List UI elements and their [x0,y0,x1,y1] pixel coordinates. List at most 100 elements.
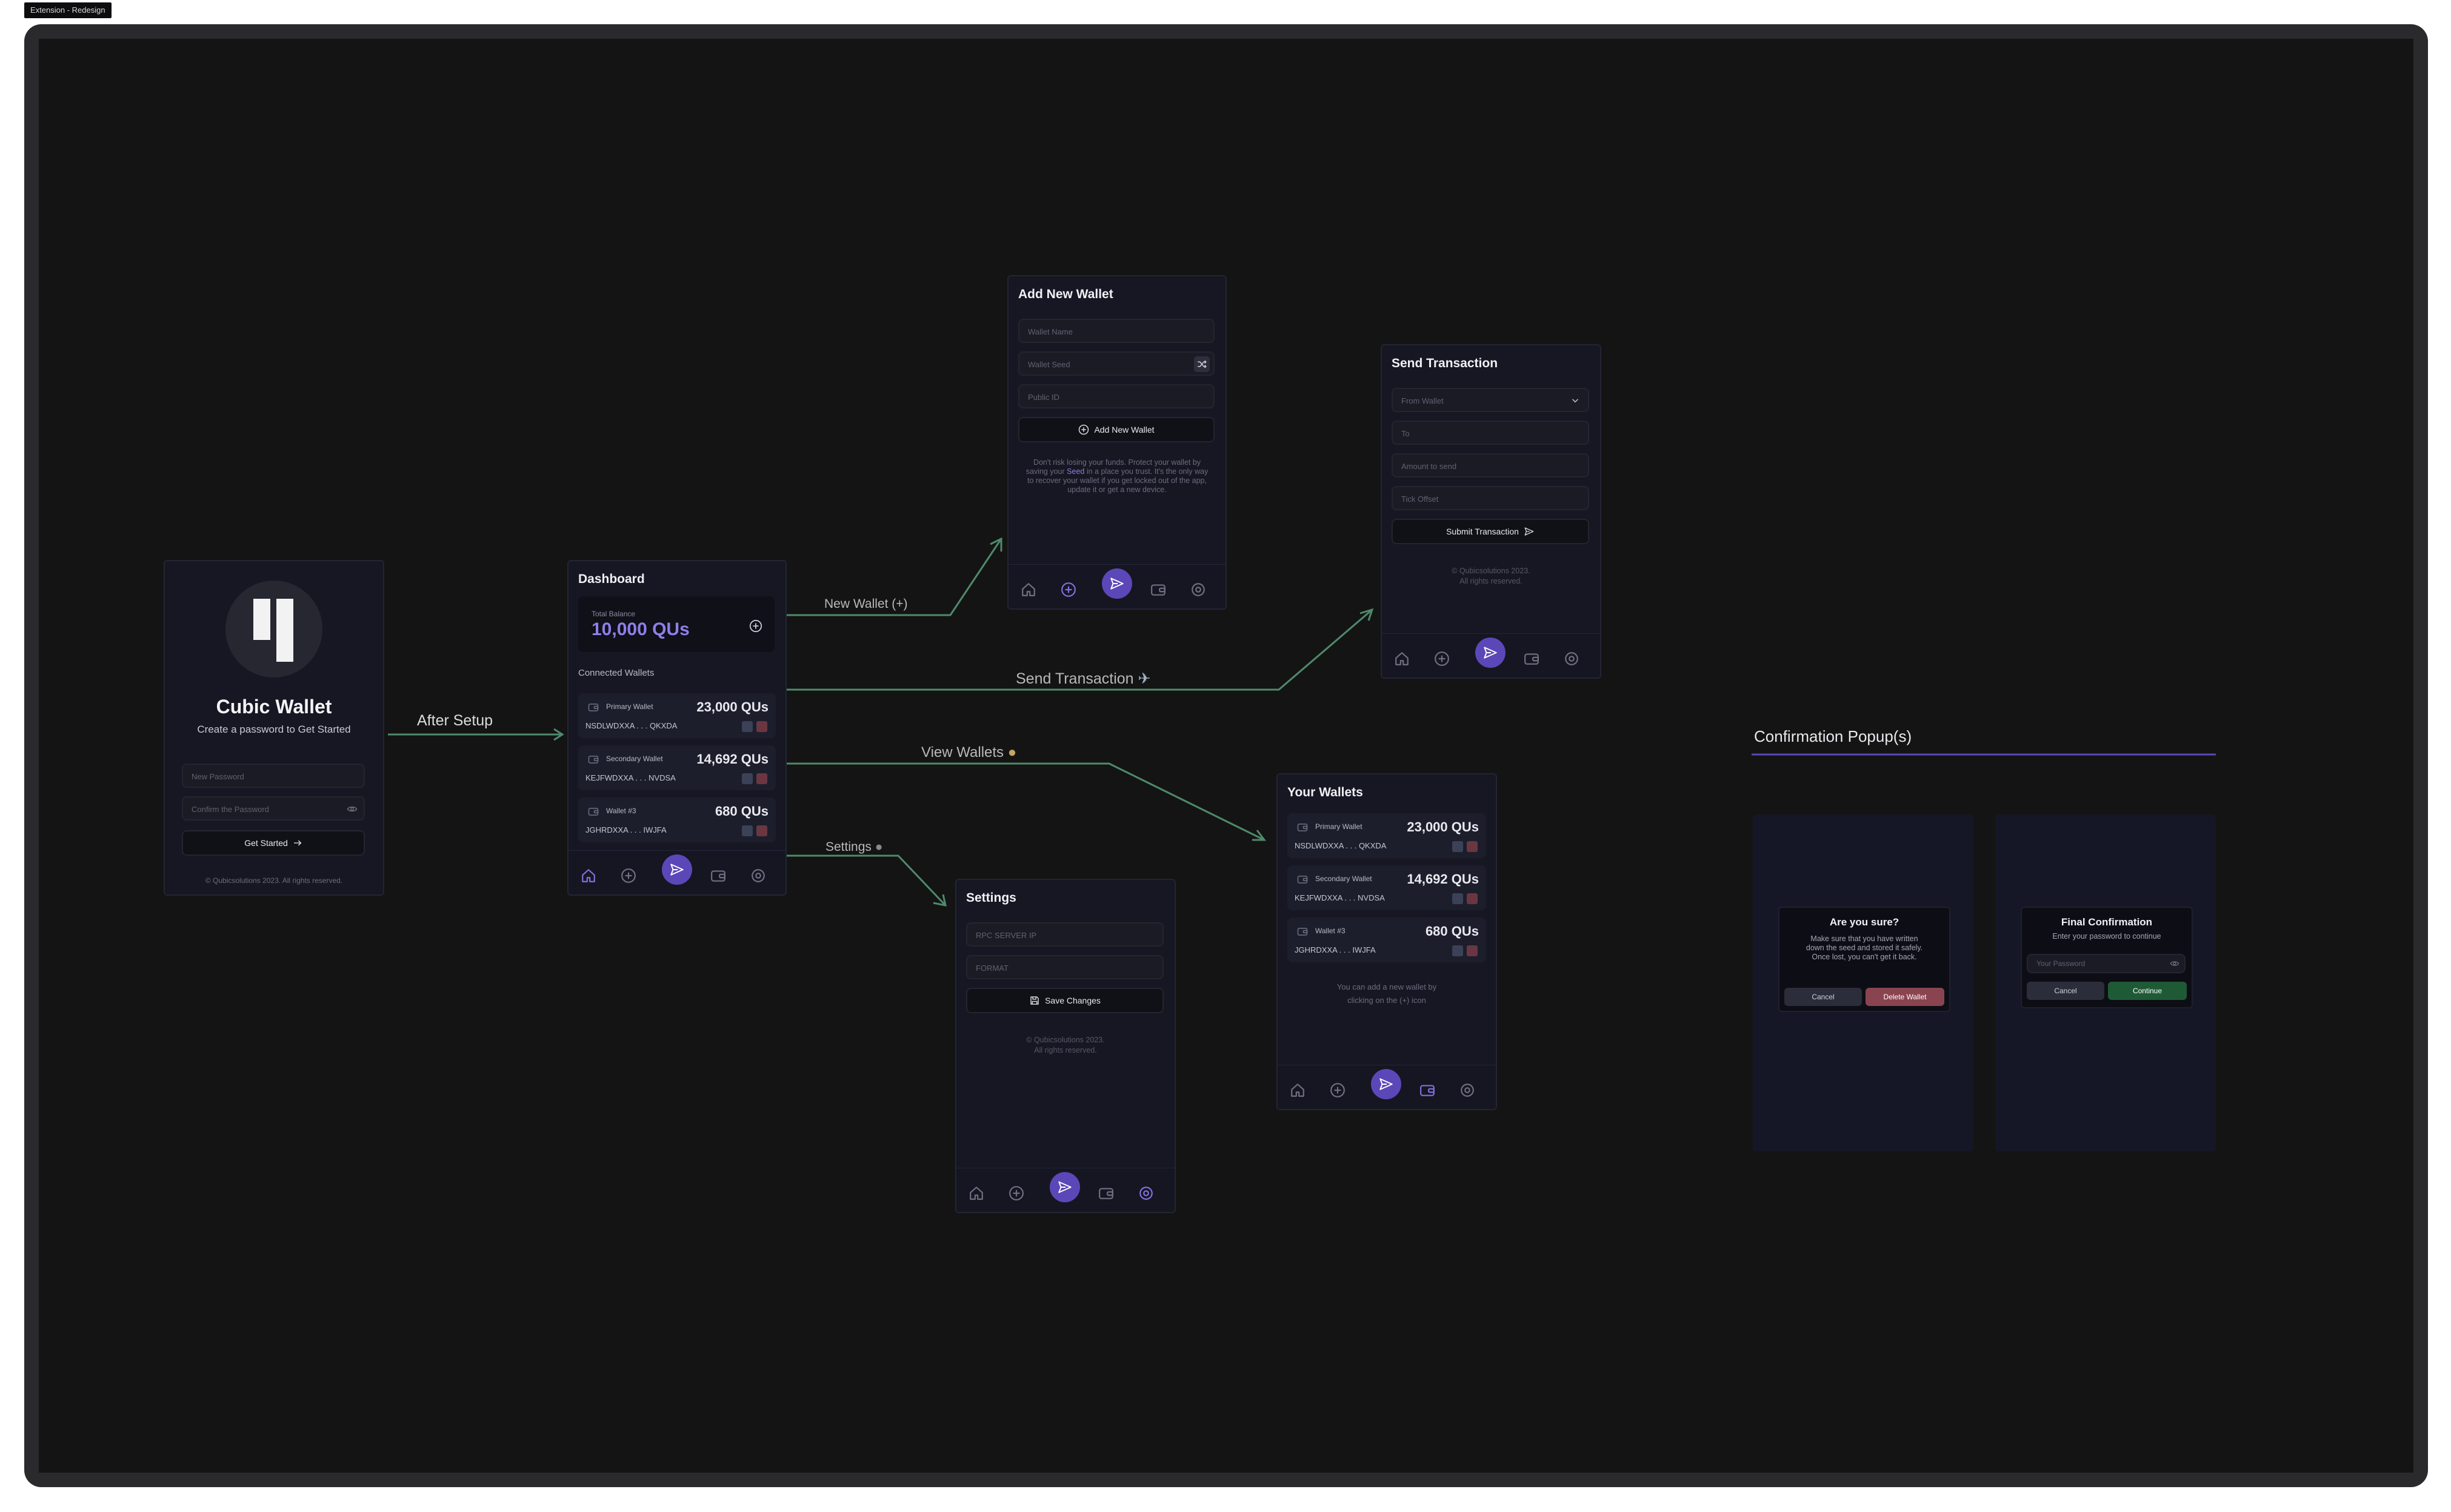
delete-wallet-button[interactable]: Delete Wallet [1866,988,1944,1006]
delete-icon[interactable] [1467,893,1478,904]
send-button[interactable] [1050,1172,1080,1202]
delete-icon[interactable] [756,721,767,732]
seed-link[interactable]: Seed [1067,467,1085,476]
send-transaction-screen: Send Transaction From Wallet To Amount t… [1381,344,1601,679]
delete-icon[interactable] [756,773,767,784]
send-title: Send Transaction [1392,356,1498,370]
add-wallet-screen: Add New Wallet Wallet Name Wallet Seed P… [1007,275,1227,610]
wallets-icon[interactable] [1150,582,1166,598]
home-icon[interactable] [1290,1082,1306,1098]
save-changes-button[interactable]: Save Changes [966,988,1164,1013]
rpc-server-field[interactable]: RPC SERVER IP [966,922,1164,947]
home-icon[interactable] [969,1185,984,1201]
wallets-icon[interactable] [1524,651,1539,667]
public-id-field[interactable]: Public ID [1018,384,1215,408]
wallet-card[interactable]: Primary Wallet 23,000 QUs NSDLWDXXA . . … [1287,813,1486,858]
get-started-label: Get Started [244,838,288,848]
add-wallet-icon[interactable] [1434,651,1450,667]
add-wallet-icon[interactable] [621,868,636,884]
format-field[interactable]: FORMAT [966,955,1164,979]
eye-icon[interactable] [347,804,358,814]
wallet-card[interactable]: Primary Wallet 23,000 QUs NSDLWDXXA . . … [578,693,776,738]
save-icon [1029,995,1040,1006]
settings-footer-line1: © Qubicsolutions 2023. [1026,1036,1105,1044]
delete-icon[interactable] [1467,945,1478,956]
edit-icon[interactable] [1452,945,1463,956]
wallet-icon [585,702,601,713]
file-label: Extension - Redesign [24,2,112,18]
get-started-button[interactable]: Get Started [182,830,365,856]
add-balance-icon[interactable] [749,619,762,633]
cancel-button[interactable]: Cancel [2027,982,2104,1000]
cancel-button[interactable]: Cancel [1784,988,1862,1006]
wallets-icon[interactable] [1098,1185,1114,1201]
final-popup-panel: Final Confirmation Enter your password t… [1995,814,2216,1151]
add-new-wallet-label: Add New Wallet [1094,425,1155,435]
your-password-field[interactable]: Your Password [2027,954,2186,973]
wallet-card[interactable]: Secondary Wallet 14,692 QUs KEJFWDXXA . … [578,745,776,790]
settings-icon[interactable] [1459,1082,1475,1098]
add-new-wallet-button[interactable]: Add New Wallet [1018,417,1215,442]
confirm-title: Are you sure? [1829,916,1899,928]
wallet-address: KEJFWDXXA . . . NVDSA [1295,893,1385,902]
home-icon[interactable] [1394,651,1410,667]
wallets-icon[interactable] [710,868,726,884]
delete-icon[interactable] [1467,841,1478,852]
edit-icon[interactable] [742,721,753,732]
send-icon [1524,526,1535,537]
eye-icon[interactable] [2170,959,2179,968]
add-wallet-hint: You can add a new wallet by clicking on … [1278,981,1496,1007]
shuffle-icon[interactable] [1194,356,1210,372]
settings-icon[interactable] [1564,651,1579,667]
settings-icon[interactable] [750,868,766,884]
plus-icon [1078,424,1089,435]
send-button[interactable] [662,854,692,885]
send-icon [1057,1179,1073,1195]
send-footer-line1: © Qubicsolutions 2023. [1452,567,1530,575]
flow-label-settings-text: Settings [825,840,872,854]
add-wallet-icon[interactable] [1061,582,1076,598]
flow-label-view-wallets: View Wallets ● [921,744,1016,761]
add-wallet-icon[interactable] [1009,1185,1024,1201]
wallet-seed-field[interactable]: Wallet Seed [1018,351,1215,376]
continue-button[interactable]: Continue [2108,982,2187,1000]
edit-icon[interactable] [742,773,753,784]
edit-icon[interactable] [742,825,753,836]
wallet-icon [585,806,601,817]
amount-field[interactable]: Amount to send [1392,453,1589,478]
confirm-line2: down the seed and stored it safely. [1806,944,1923,952]
wallet-card[interactable]: Secondary Wallet 14,692 QUs KEJFWDXXA . … [1287,865,1486,910]
wallet-card[interactable]: Wallet #3 680 QUs JGHRDXXA . . . IWJFA [1287,918,1486,962]
new-password-field[interactable]: New Password [182,764,365,788]
wallet-card[interactable]: Wallet #3 680 QUs JGHRDXXA . . . IWJFA [578,798,776,842]
your-password-placeholder: Your Password [2036,959,2086,968]
wallet-name: Wallet #3 [1315,927,1346,935]
edit-icon[interactable] [1452,841,1463,852]
send-icon [1109,576,1125,591]
send-button[interactable] [1371,1069,1401,1099]
dashboard-screen: Dashboard Total Balance 10,000 QUs Conne… [567,560,787,896]
gear-icon: ● [875,840,883,854]
wallet-name: Wallet #3 [606,807,636,815]
edit-icon[interactable] [1452,893,1463,904]
wallet-name-field[interactable]: Wallet Name [1018,319,1215,343]
add-wallet-icon[interactable] [1330,1082,1346,1098]
home-icon[interactable] [1021,582,1036,598]
settings-icon[interactable] [1190,582,1206,598]
wallets-icon[interactable] [1419,1082,1435,1098]
settings-icon[interactable] [1138,1185,1154,1201]
send-button[interactable] [1102,568,1132,599]
tick-offset-field[interactable]: Tick Offset [1392,486,1589,510]
delete-icon[interactable] [756,825,767,836]
from-wallet-select[interactable]: From Wallet [1392,388,1589,412]
send-button[interactable] [1475,638,1506,668]
confirm-password-placeholder: Confirm the Password [192,805,269,814]
bottom-nav [1278,1065,1496,1109]
to-field[interactable]: To [1392,421,1589,445]
wallet-icon [585,754,601,765]
home-icon[interactable] [581,868,596,884]
wallet-address: JGHRDXXA . . . IWJFA [1295,945,1376,954]
submit-transaction-button[interactable]: Submit Transaction [1392,519,1589,544]
app-title: Cubic Wallet [216,696,332,718]
confirm-password-field[interactable]: Confirm the Password [182,796,365,821]
